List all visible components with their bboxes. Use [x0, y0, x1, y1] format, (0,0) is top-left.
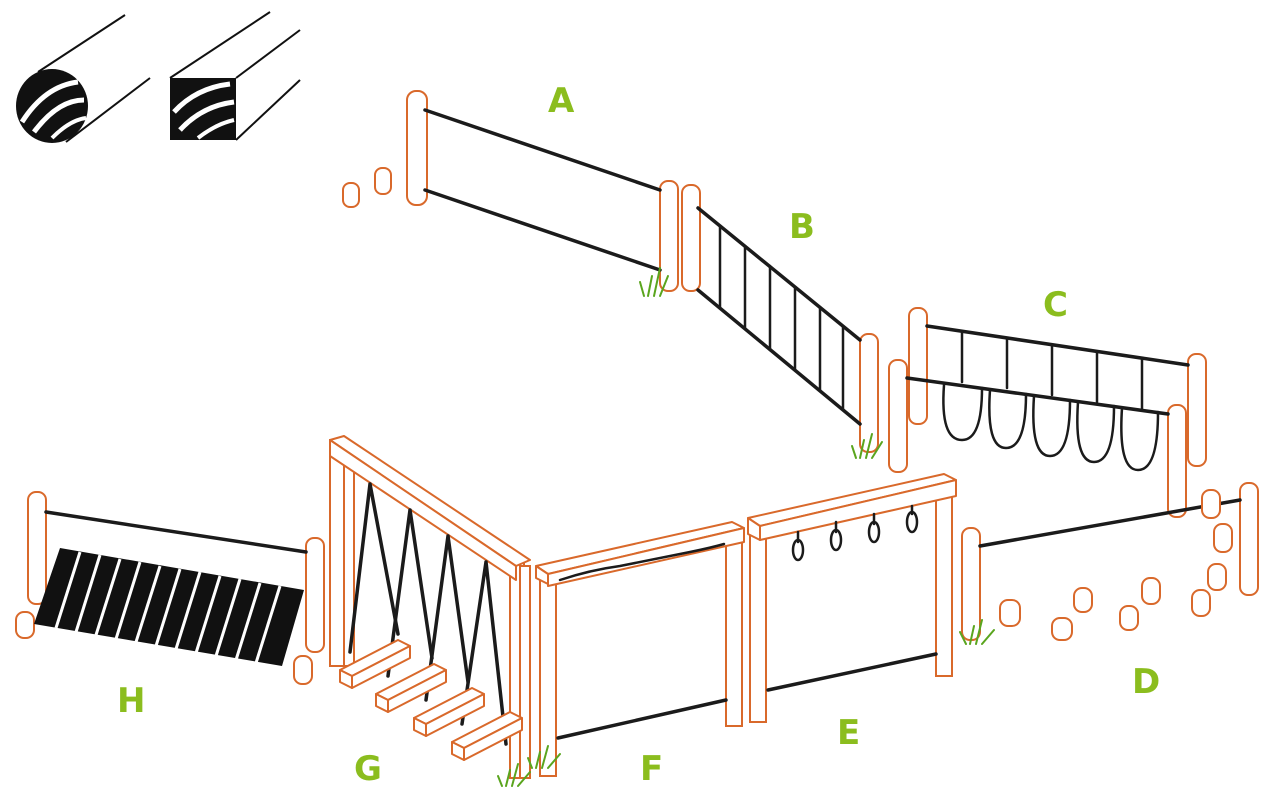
grass-tufts	[497, 267, 995, 787]
frame-post	[749, 521, 767, 723]
hand-rope	[44, 510, 308, 554]
rope	[696, 288, 862, 426]
station-h: H	[15, 491, 325, 721]
hand-rope	[558, 542, 726, 582]
legend	[16, 11, 301, 143]
rope	[905, 376, 1170, 416]
rope	[696, 206, 862, 342]
ladder-rungs	[718, 224, 845, 412]
foot-rope	[766, 652, 938, 692]
post	[406, 90, 428, 206]
station-b: B	[681, 184, 879, 453]
post	[908, 307, 928, 425]
post	[859, 333, 879, 453]
stump	[342, 182, 360, 208]
label-h: H	[117, 681, 145, 721]
net-loops	[942, 383, 1160, 472]
round-log-icon	[16, 14, 151, 143]
stump	[293, 655, 313, 685]
frame-post	[329, 439, 345, 667]
label-a: A	[548, 81, 575, 121]
rope	[925, 324, 1190, 367]
station-c: C	[888, 285, 1207, 518]
post	[1167, 404, 1187, 518]
swing-steps	[339, 639, 523, 761]
label-g: G	[354, 749, 382, 789]
label-c: C	[1043, 285, 1068, 325]
net-verticals	[960, 330, 1144, 411]
swing-ropes	[348, 482, 508, 746]
square-timber-icon	[169, 11, 301, 141]
post	[305, 537, 325, 653]
grass-icon	[527, 745, 561, 769]
label-d: D	[1132, 662, 1160, 702]
frame-post	[935, 479, 953, 677]
post	[681, 184, 701, 292]
post	[1239, 482, 1259, 596]
rope	[978, 498, 1242, 548]
grass-icon	[497, 763, 531, 787]
frame-post	[725, 537, 743, 727]
rope	[423, 108, 662, 192]
label-f: F	[640, 749, 663, 789]
stump	[15, 611, 35, 639]
post	[659, 180, 679, 292]
label-e: E	[837, 713, 860, 753]
bridge-slats	[34, 548, 304, 666]
top-beam	[329, 435, 531, 567]
gym-rings	[791, 504, 919, 562]
label-b: B	[789, 207, 815, 247]
stepping-stumps	[999, 489, 1233, 641]
stump	[374, 167, 392, 195]
foot-rope	[556, 698, 728, 740]
grass-icon	[851, 433, 883, 459]
grass-icon	[959, 619, 995, 645]
post	[888, 359, 908, 473]
grass-icon	[639, 267, 669, 297]
rope	[423, 188, 662, 272]
station-f: F	[535, 521, 745, 789]
post	[27, 491, 47, 605]
post	[1187, 353, 1207, 467]
station-a: A	[342, 81, 679, 292]
station-e: E	[747, 473, 957, 753]
station-g: G	[329, 435, 531, 789]
post	[961, 527, 981, 641]
station-d: D	[961, 482, 1259, 702]
